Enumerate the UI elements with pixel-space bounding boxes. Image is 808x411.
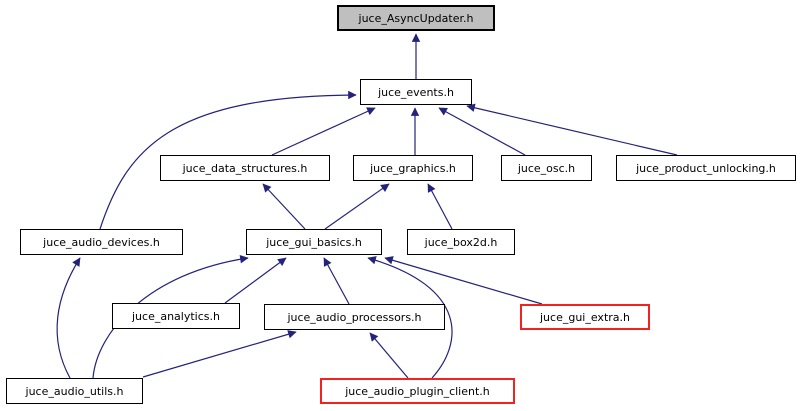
graph-node-audio_devices[interactable]: juce_audio_devices.h xyxy=(20,229,183,255)
graph-node-plugin_client[interactable]: juce_audio_plugin_client.h xyxy=(320,378,515,404)
graph-node-audio_utils[interactable]: juce_audio_utils.h xyxy=(6,378,143,404)
graph-node-events[interactable]: juce_events.h xyxy=(360,79,472,105)
edge-box2d-to-graphics xyxy=(427,183,453,230)
graph-node-product_unlocking[interactable]: juce_product_unlocking.h xyxy=(616,155,796,181)
graph-node-audio_processors[interactable]: juce_audio_processors.h xyxy=(264,304,445,330)
edge-product_unlocking-to-events xyxy=(466,103,678,156)
edge-analytics-to-gui_basics xyxy=(224,257,287,304)
graph-node-data_structures[interactable]: juce_data_structures.h xyxy=(160,155,330,181)
graph-node-analytics[interactable]: juce_analytics.h xyxy=(112,303,240,329)
graph-node-box2d[interactable]: juce_box2d.h xyxy=(407,229,515,255)
graph-node-async_updater: juce_AsyncUpdater.h xyxy=(337,5,495,31)
edge-gui_extra-to-gui_basics xyxy=(384,256,543,305)
graph-node-graphics[interactable]: juce_graphics.h xyxy=(353,155,473,181)
edge-audio_utils-to-audio_devices xyxy=(56,257,81,379)
edge-plugin_client-to-audio_processors xyxy=(369,332,409,379)
edge-plugin_client-to-gui_basics xyxy=(367,256,453,379)
edge-osc-to-events xyxy=(438,107,526,156)
graph-node-osc[interactable]: juce_osc.h xyxy=(501,155,592,181)
edge-audio_devices-to-events xyxy=(99,90,357,230)
edge-gui_basics-to-graphics xyxy=(324,183,390,230)
edge-audio_processors-to-gui_basics xyxy=(323,257,350,305)
edge-gui_basics-to-data_structures xyxy=(262,183,306,230)
graph-node-gui_basics[interactable]: juce_gui_basics.h xyxy=(246,229,382,255)
graph-node-gui_extra[interactable]: juce_gui_extra.h xyxy=(520,304,650,330)
edge-audio_utils-to-audio_processors xyxy=(142,330,297,378)
edge-data_structures-to-events xyxy=(271,107,376,156)
